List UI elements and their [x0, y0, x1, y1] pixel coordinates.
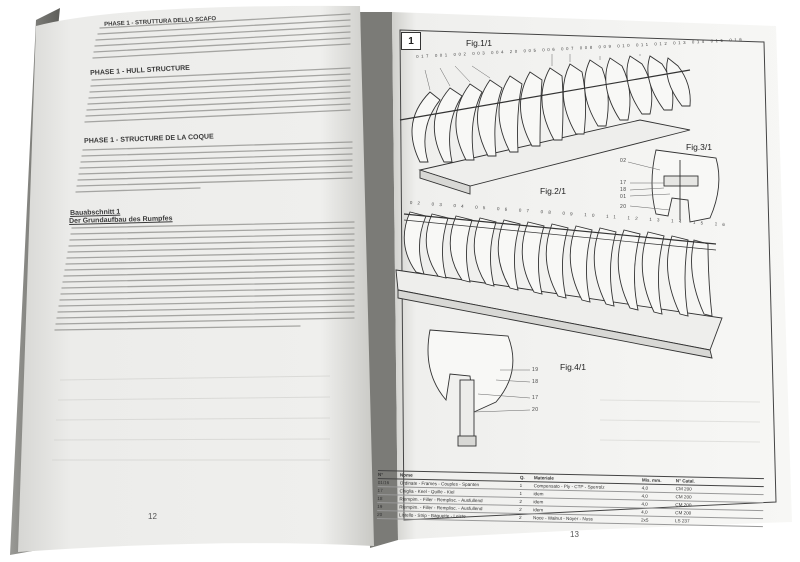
cell: Noce - Walnut - Noyer - Nuss — [532, 515, 593, 522]
cell: 4,0 — [641, 509, 648, 515]
cell: 20 — [377, 511, 383, 518]
cell: Listello - Strip - Baguette - Leiste — [399, 512, 466, 519]
fig-3-part-number: 20 — [620, 204, 627, 210]
header-catalog: N° Catal. — [675, 478, 695, 484]
cell: 2 — [519, 506, 522, 513]
cell: LS 237 — [674, 518, 690, 524]
fig-2-label: Fig.2/1 — [540, 186, 566, 196]
header-qty: Q. — [519, 474, 525, 481]
fig-4-part-number: 20 — [532, 407, 539, 413]
cell: 2 — [518, 514, 522, 521]
fig-4-bow-detail — [427, 329, 531, 447]
fig-3-part-number: 17 — [620, 180, 627, 186]
right-page-number: 13 — [570, 530, 579, 539]
cell: CM 200 — [675, 486, 692, 492]
fig-3-frame-detail — [627, 149, 720, 223]
cell: 18 — [377, 495, 383, 502]
fig-2-frames-on-stand — [395, 211, 723, 359]
fig-4-part-number: 17 — [532, 395, 539, 401]
fig-4-part-number: 19 — [532, 367, 539, 373]
fig-4-label: Fig.4/1 — [560, 362, 586, 372]
cell: 19 — [377, 503, 383, 510]
cell: 2x5 — [640, 517, 649, 523]
cell: 1 — [519, 482, 523, 489]
fig-4-part-number: 18 — [532, 379, 539, 385]
step-number-box: 1 — [401, 32, 421, 50]
cell: 01/16 — [377, 479, 390, 486]
cell: CM 200 — [675, 510, 692, 516]
fig-3-label: Fig.3/1 — [686, 142, 712, 152]
cell: 17 — [377, 487, 383, 494]
fig-1-label: Fig.1/1 — [466, 38, 492, 48]
left-page — [18, 5, 374, 553]
cell: CM 200 — [675, 502, 692, 508]
parts-list-table: N° Nome Q. Materiale Mis. mm. N° Catal. … — [376, 470, 764, 528]
cell: 2 — [519, 498, 522, 505]
cell: 4,0 — [641, 501, 648, 507]
cell: 4,0 — [641, 485, 649, 491]
fig-3-part-number: 01 — [620, 194, 627, 200]
header-no: N° — [377, 471, 384, 478]
fig-3-part-number: 18 — [620, 187, 627, 193]
header-size: Mis. mm. — [641, 477, 662, 483]
cell: 1 — [519, 490, 523, 497]
cell: CM 200 — [675, 494, 692, 500]
fig-3-part-number: 02 — [620, 158, 627, 164]
fig-1-hull-frames — [399, 54, 691, 195]
cell: 4,0 — [641, 493, 648, 499]
